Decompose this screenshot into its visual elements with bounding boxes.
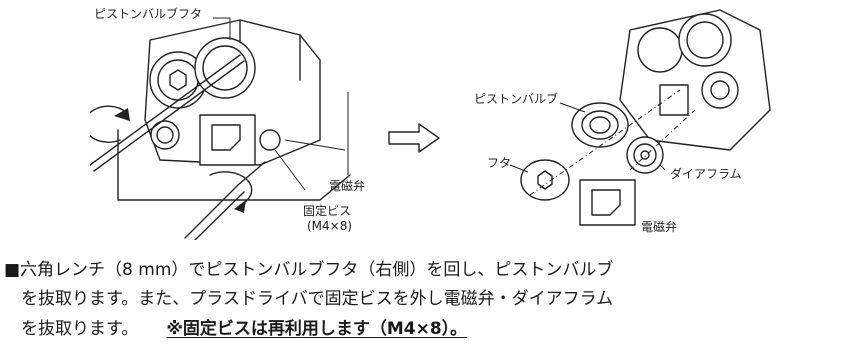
label-solenoid-right: 電磁弁 bbox=[641, 220, 678, 234]
left-assembly-illustration bbox=[90, 17, 351, 240]
right-exploded-illustration bbox=[509, 9, 771, 226]
instruction-line-2: を抜取ります。また、プラスドライバで固定ビスを外し電磁弁・ダイアフラム bbox=[4, 289, 614, 309]
label-screw-size: (M4×8) bbox=[307, 219, 353, 233]
instruction-line-3: を抜取ります。 ※固定ビスは再利用します（M4×8）。 bbox=[4, 321, 467, 338]
step-arrow-icon bbox=[388, 123, 440, 153]
label-screw: 固定ビス bbox=[303, 204, 352, 218]
label-solenoid-left: 電磁弁 bbox=[329, 179, 366, 193]
label-diaphragm: ダイアフラム bbox=[670, 167, 742, 181]
instruction-line-1: ■六角レンチ（8 mm）でピストンバルブフタ（右側）を回し、ピストンバルブ bbox=[4, 260, 614, 280]
reuse-screw-note: ※固定ビスは再利用します（M4×8）。 bbox=[166, 319, 468, 339]
label-piston-valve: ピストンバルブ bbox=[474, 92, 559, 106]
label-piston-cover: ピストンバルブフタ bbox=[94, 7, 203, 21]
label-cover: フタ bbox=[487, 156, 512, 170]
instruction-line-3-text: を抜取ります。 bbox=[4, 319, 139, 339]
